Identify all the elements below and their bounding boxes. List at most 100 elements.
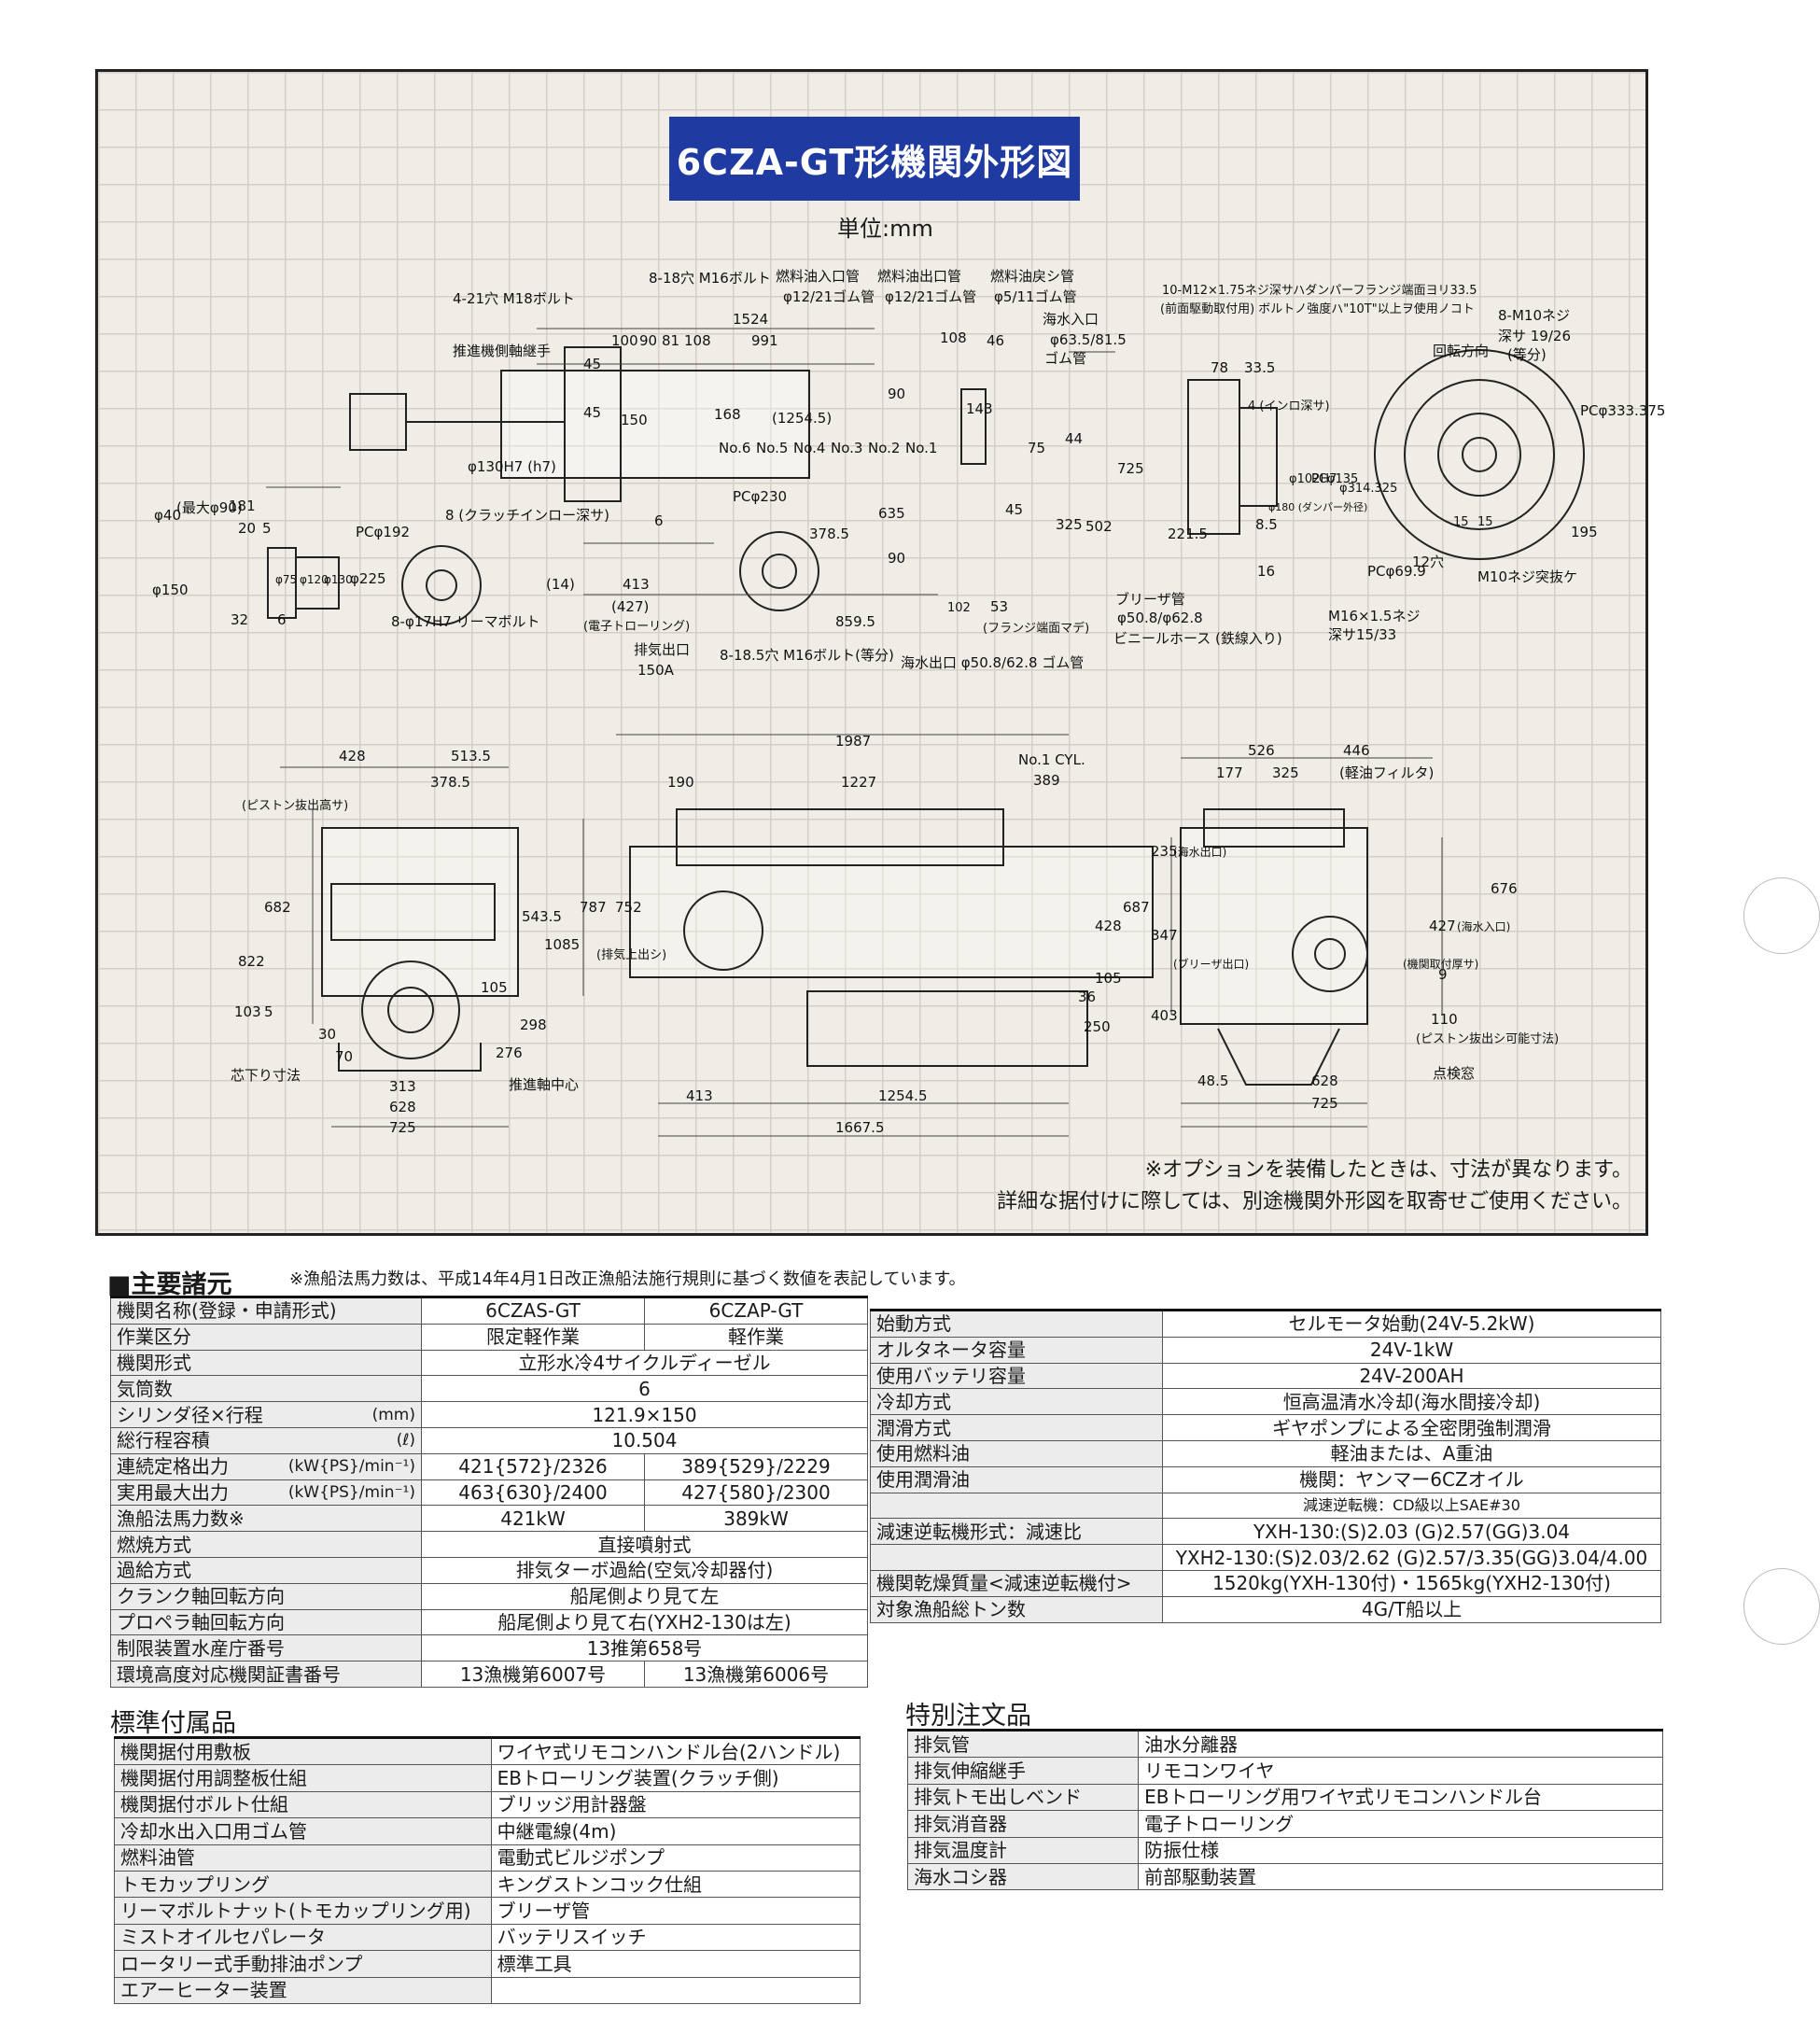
spec-value: ギヤポンプによる全密閉強制潤滑 — [1162, 1414, 1661, 1441]
unit-label: 単位:mm — [837, 216, 933, 242]
standard-item: トモカップリング — [114, 1870, 492, 1899]
special-item: 排気消音器 — [906, 1810, 1140, 1838]
drawing-label: φ102H7 — [1289, 472, 1337, 486]
spec-label: 連続定格出力(kW{PS}/min⁻¹) — [110, 1452, 422, 1480]
drawing-label: (等分) — [1507, 346, 1547, 363]
drawing-label: 1667.5 — [835, 1119, 885, 1136]
drawing-label: 725 — [389, 1119, 416, 1136]
spec-label-text: 作業区分 — [117, 1325, 191, 1349]
standard-item: リーマボルトナット(トモカップリング用) — [114, 1897, 492, 1925]
spec-label: 機関名称(登録・申請形式) — [110, 1297, 422, 1325]
spec-label: オルタネータ容量 — [870, 1336, 1163, 1364]
standard-row: 機関据付ボルト仕組ブリッジ用計器盤 — [114, 1790, 861, 1819]
drawing-label: (前面駆動取付用) ボルトノ強度ハ"10T"以上ヲ使用ノコト — [1160, 301, 1475, 316]
spec-label-text: クランク軸回転方向 — [117, 1585, 285, 1608]
drawing-label: 298 — [520, 1017, 547, 1033]
special-row: 排気消音器電子トローリング — [906, 1810, 1663, 1838]
drawing-label: 5 — [264, 1003, 273, 1020]
drawing-label: 推進軸中心 — [509, 1076, 579, 1093]
drawing-label: 100 — [611, 332, 638, 349]
drawing-label: 628 — [389, 1099, 416, 1115]
drawing-label: φ5/11ゴム管 — [994, 288, 1077, 305]
drawing-label: 682 — [264, 899, 291, 916]
drawing-label: 8-M10ネジ — [1498, 307, 1570, 324]
spec-label-text: 実用最大出力 — [117, 1480, 229, 1504]
spec-value: 軽油または、A重油 — [1162, 1439, 1661, 1467]
drawing-label: 4 (インロ深サ) — [1248, 400, 1330, 414]
standard-row: ロータリー式手動排油ポンプ標準工具 — [114, 1950, 861, 1978]
drawing-label: ゴム管 — [1044, 350, 1086, 367]
drawing-label: 725 — [1117, 460, 1144, 477]
drawing-label: 103 — [234, 1003, 261, 1020]
spec-value: 13推第658号 — [421, 1634, 868, 1662]
engine-drawing: 4-21穴 M18ボルト 推進機側軸継手 8-18穴 M16ボルト 燃料油入口管… — [152, 268, 1665, 1137]
spec-label: 漁船法馬力数※ — [110, 1505, 422, 1533]
drawing-label: 10-M12×1.75ネジ深サハダンパーフランジ端面ヨリ33.5 — [1162, 284, 1477, 298]
drawing-label: 752 — [615, 899, 642, 916]
drawing-label: 676 — [1491, 880, 1518, 897]
spec-label-text: 機関形式 — [117, 1351, 191, 1374]
drawing-label: 389 — [1033, 772, 1060, 789]
drawing-label: 413 — [623, 576, 650, 593]
drawing-label: 190 — [667, 774, 694, 791]
spec-row: 減速逆転機：CD級以上SAE#30 — [870, 1492, 1661, 1520]
spec-label-text: 漁船法馬力数※ — [117, 1507, 245, 1530]
drawing-label: 燃料油戻シ管 — [990, 268, 1074, 285]
spec-unit: (ℓ) — [396, 1431, 415, 1451]
drawing-label: No.1 — [905, 440, 937, 456]
drawing-label: M16×1.5ネジ — [1328, 608, 1420, 624]
special-item: 前部駆動装置 — [1138, 1862, 1663, 1891]
drawing-label: 20 — [238, 520, 256, 537]
drawing-label: 8-φ17H7 リーマボルト — [391, 613, 540, 630]
drawing-label: 33.5 — [1244, 359, 1275, 376]
spec-row: 機関乾燥質量<減速逆転機付>1520kg(YXH-130付)・1565kg(YX… — [870, 1569, 1661, 1597]
special-item: 油水分離器 — [1138, 1729, 1663, 1759]
drawing-label: φ50.8/φ62.8 — [1117, 610, 1203, 626]
spec-row: 始動方式セルモータ始動(24V-5.2kW) — [870, 1310, 1661, 1338]
spec-label-text: 燃焼方式 — [117, 1533, 191, 1556]
standard-item: 中継電線(4m) — [490, 1817, 861, 1845]
drawing-label: 313 — [389, 1078, 416, 1095]
spec-value: セルモータ始動(24V-5.2kW) — [1162, 1310, 1661, 1338]
spec-value: 機関：ヤンマー6CZオイル — [1162, 1465, 1661, 1493]
drawing-label: No.2 — [868, 440, 900, 456]
drawing-label: 221.5 — [1168, 526, 1208, 542]
drawing-label: 102 — [947, 601, 971, 615]
drawing-label: (ピストン抜出シ可能寸法) — [1416, 1031, 1559, 1046]
spec-value-ap: 13漁機第6006号 — [644, 1661, 868, 1688]
spec-value-as: 421kW — [421, 1505, 645, 1533]
spec-value-as: 13漁機第6007号 — [421, 1661, 645, 1688]
spec-row: クランク軸回転方向船尾側より見て左 — [110, 1582, 868, 1610]
drawing-label: 526 — [1248, 742, 1275, 759]
specs-note: ※漁船法馬力数は、平成14年4月1日改正漁船法施行規則に基づく数値を表記していま… — [289, 1269, 966, 1289]
spec-label: 燃焼方式 — [110, 1531, 422, 1558]
spec-label: 制限装置水産庁番号 — [110, 1634, 422, 1662]
drawing-label: 628 — [1311, 1073, 1338, 1089]
drawing-label: 110 — [1431, 1011, 1458, 1028]
drawing-label: No.5 — [756, 440, 788, 456]
drawing-label: 回転方向 — [1433, 343, 1489, 359]
drawing-label: M10ネジ突抜ケ — [1477, 568, 1577, 585]
spec-value: 排気ターボ過給(空気冷却器付) — [421, 1556, 868, 1584]
drawing-label: 1227 — [841, 774, 876, 791]
spec-value-ap: 軽作業 — [644, 1323, 868, 1351]
drawing-label: 排気出口 — [634, 641, 690, 658]
drawing-label: φ150 — [152, 582, 189, 598]
spec-label: 冷却方式 — [870, 1388, 1163, 1416]
spec-label: 機関形式 — [110, 1349, 422, 1377]
standard-row: リーマボルトナット(トモカップリング用)ブリーザ管 — [114, 1897, 861, 1925]
standard-item: ブリーザ管 — [490, 1897, 861, 1925]
spec-row: 作業区分限定軽作業軽作業 — [110, 1323, 868, 1351]
drawing-label: No.6 — [719, 440, 750, 456]
spec-unit: (mm) — [371, 1405, 415, 1424]
spec-label: 使用燃料油 — [870, 1439, 1163, 1467]
drawing-label: φ314.325 — [1339, 482, 1397, 496]
spec-value-ap: 389{529}/2229 — [644, 1452, 868, 1480]
drawing-label: 150 — [621, 412, 648, 428]
